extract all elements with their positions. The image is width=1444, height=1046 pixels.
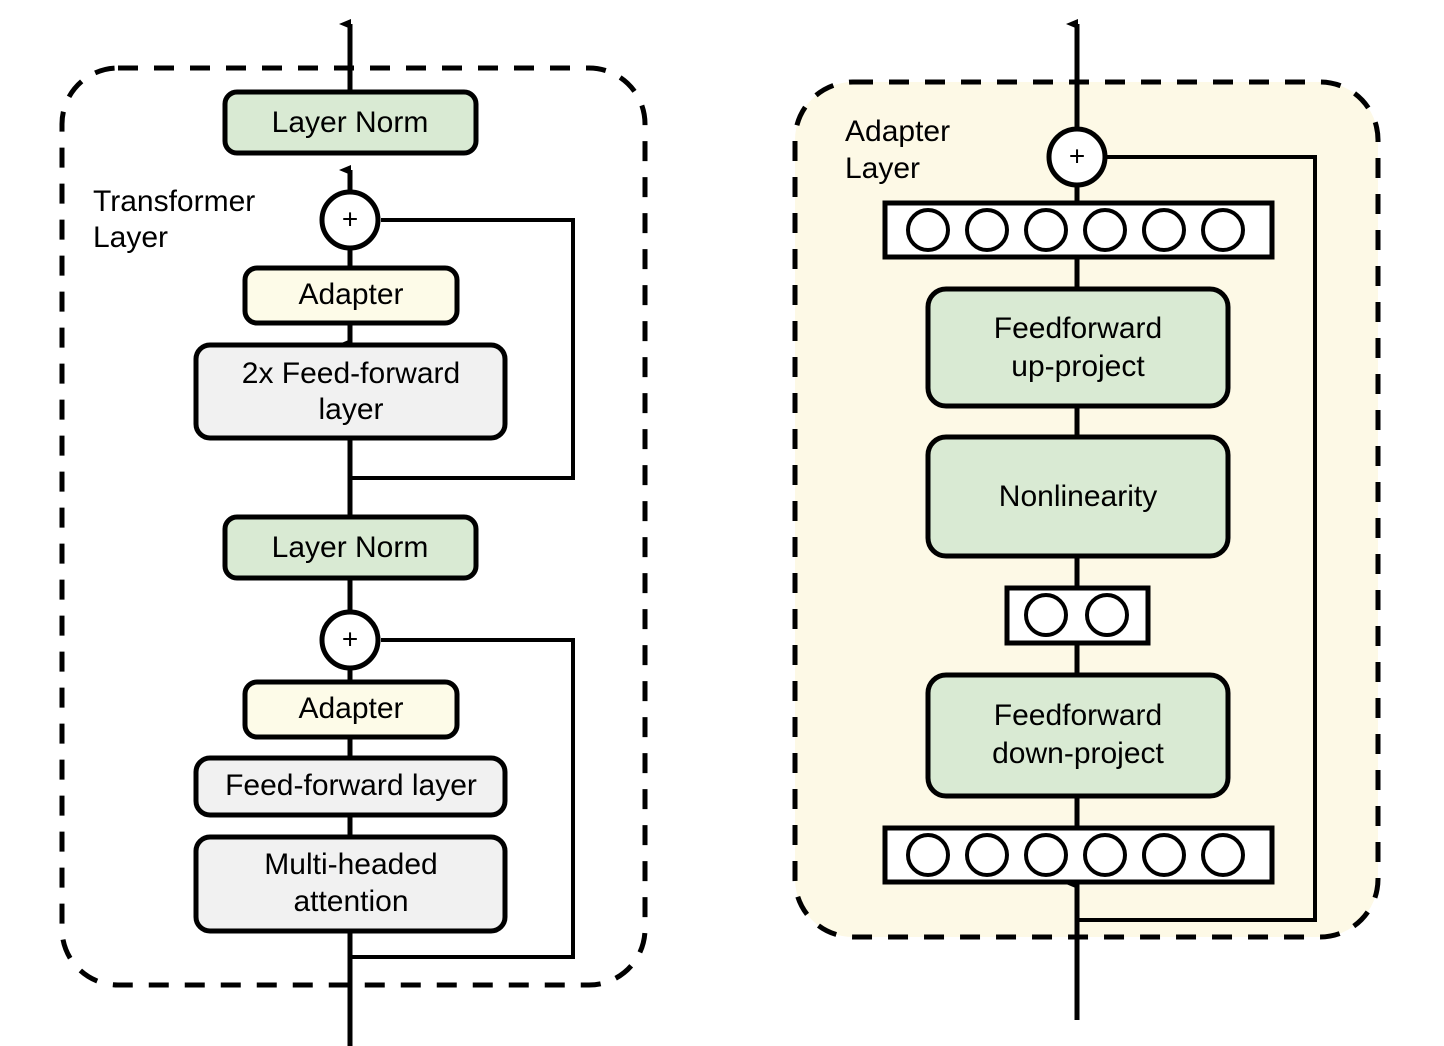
block-feed-forward-2x-label-line2: layer xyxy=(318,393,383,426)
block-feed-forward-layer-label: Feed-forward layer xyxy=(225,769,477,802)
block-feedforward-up-project-label-line1: Feedforward xyxy=(994,312,1162,345)
block-layer-norm-top-label: Layer Norm xyxy=(272,106,429,139)
neuron-circle xyxy=(965,833,1009,877)
block-adapter-bottom-label: Adapter xyxy=(298,692,403,725)
block-adapter-bottom[interactable]: Adapter xyxy=(242,679,460,740)
neuron-circle xyxy=(1142,833,1186,877)
neuron-circle xyxy=(1201,833,1245,877)
block-feed-forward-2x-label-line1: 2x Feed-forward xyxy=(242,357,460,390)
adapter-layer-label-line1: Adapter xyxy=(845,115,950,148)
neuron-row-bottleneck[interactable] xyxy=(1004,585,1151,646)
residual-skip-top xyxy=(350,218,575,480)
block-layer-norm-top-shape xyxy=(222,89,479,156)
transformer-layer-group: Transformer Layer xyxy=(59,19,648,1046)
block-multi-headed-attention-label-line1: Multi-headed xyxy=(264,848,437,881)
block-feed-forward-layer-shape xyxy=(193,755,508,818)
block-layer-norm-mid-label: Layer Norm xyxy=(272,531,429,564)
adder-adapter[interactable]: + xyxy=(1046,126,1108,188)
block-multi-headed-attention-shape xyxy=(193,834,508,934)
block-nonlinearity[interactable]: Nonlinearity xyxy=(925,434,1231,559)
block-feed-forward-2x[interactable]: 2x Feed-forward layer xyxy=(193,342,508,441)
neuron-circle xyxy=(1024,208,1068,252)
neuron-circle xyxy=(1142,208,1186,252)
block-adapter-bottom-shape xyxy=(242,679,460,740)
block-layer-norm-mid-shape xyxy=(222,514,479,581)
adder-top[interactable]: + xyxy=(319,189,381,251)
neuron-circle xyxy=(1201,208,1245,252)
block-feedforward-down-project-label-line2: down-project xyxy=(992,737,1164,770)
block-feedforward-up-project-label-line2: up-project xyxy=(1011,350,1145,383)
transformer-layer-label-line1: Transformer xyxy=(93,185,255,218)
adder-top-symbol: + xyxy=(342,203,358,234)
neuron-circle xyxy=(1085,593,1129,637)
adder-bottom-symbol: + xyxy=(342,623,358,654)
neuron-circle xyxy=(1024,593,1068,637)
block-feedforward-up-project-shape xyxy=(925,286,1231,409)
neuron-row-input[interactable] xyxy=(882,825,1275,885)
adapter-residual-skip xyxy=(1077,155,1317,922)
adder-adapter-symbol: + xyxy=(1069,140,1085,171)
adapter-layer-group: Adapter Layer xyxy=(792,19,1381,1020)
residual-skip-bottom xyxy=(350,638,575,959)
block-feed-forward-layer[interactable]: Feed-forward layer xyxy=(193,755,508,818)
adder-adapter-shape xyxy=(1046,126,1108,188)
block-feedforward-down-project-label-line1: Feedforward xyxy=(994,699,1162,732)
block-feedforward-down-project[interactable]: Feedforward down-project xyxy=(925,672,1231,799)
block-feed-forward-2x-shape xyxy=(193,342,508,441)
neuron-circle xyxy=(906,833,950,877)
neuron-circle xyxy=(1083,833,1127,877)
block-nonlinearity-shape xyxy=(925,434,1231,559)
adder-bottom-shape xyxy=(319,609,381,671)
block-layer-norm-mid[interactable]: Layer Norm xyxy=(222,514,479,581)
transformer-layer-label-line2: Layer xyxy=(93,221,168,254)
block-adapter-top-shape xyxy=(242,265,460,326)
adapter-layer-label-line2: Layer xyxy=(845,152,920,185)
adder-bottom[interactable]: + xyxy=(319,609,381,671)
block-adapter-top-label: Adapter xyxy=(298,278,403,311)
neuron-circle xyxy=(965,208,1009,252)
block-multi-headed-attention[interactable]: Multi-headed attention xyxy=(193,834,508,934)
block-feedforward-down-project-shape xyxy=(925,672,1231,799)
neuron-circle xyxy=(1024,833,1068,877)
neuron-circle xyxy=(1083,208,1127,252)
neuron-row-output[interactable] xyxy=(882,200,1275,260)
block-multi-headed-attention-label-line2: attention xyxy=(293,885,408,918)
block-adapter-top[interactable]: Adapter xyxy=(242,265,460,326)
adder-top-shape xyxy=(319,189,381,251)
neuron-circle xyxy=(906,208,950,252)
block-layer-norm-top[interactable]: Layer Norm xyxy=(222,89,479,156)
block-feedforward-up-project[interactable]: Feedforward up-project xyxy=(925,286,1231,409)
block-nonlinearity-label: Nonlinearity xyxy=(999,480,1157,513)
